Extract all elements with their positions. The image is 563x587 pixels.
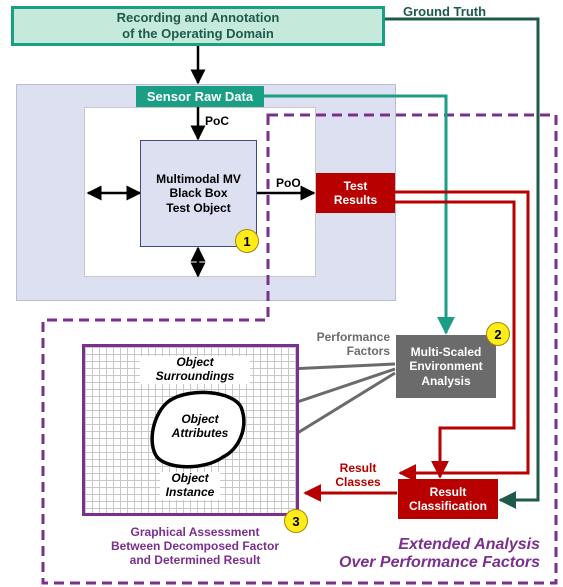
badge-3: 3: [284, 509, 308, 533]
test-object-box: Multimodal MV Black Box Test Object: [140, 140, 257, 247]
result-classification-box: Result Classification: [398, 479, 498, 519]
recording-box: Recording and Annotation of the Operatin…: [11, 6, 385, 46]
ground-truth-label: Ground Truth: [403, 4, 487, 19]
sensor-raw-data-box: Sensor Raw Data: [136, 86, 264, 107]
badge-2: 2: [486, 322, 510, 346]
extended-analysis-label: Extended Analysis Over Performance Facto…: [339, 536, 540, 572]
badge-1: 1: [235, 229, 259, 253]
poo-label: PoO: [276, 176, 301, 190]
graphical-assessment-label: Graphical Assessment Between Decomposed …: [110, 525, 280, 567]
result-classes-label: Result Classes: [335, 461, 381, 489]
environment-analysis-box: Multi-Scaled Environment Analysis: [396, 335, 496, 398]
object-attributes-blob: [150, 390, 246, 469]
test-results-box: Test Results: [316, 173, 395, 213]
object-attributes-label: Object Attributes: [171, 412, 229, 440]
object-instance-label: Object Instance: [160, 471, 220, 500]
object-surroundings-label: Object Surroundings: [140, 355, 250, 384]
poc-label: PoC: [205, 114, 229, 128]
performance-factors-label: Performance Factors: [316, 330, 390, 358]
